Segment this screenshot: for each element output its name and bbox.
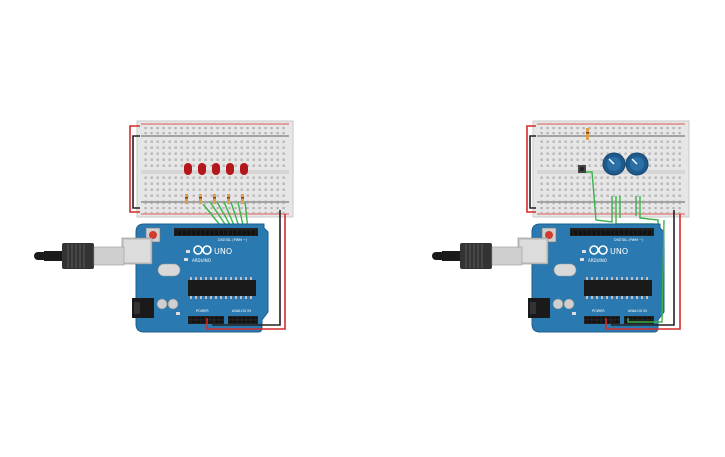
led-icon[interactable] — [212, 163, 220, 175]
usb-cable-right[interactable] — [431, 242, 523, 270]
wire-black-left-gnd[interactable] — [212, 210, 281, 326]
wire-green-right-analog[interactable] — [627, 219, 665, 323]
arduino-uno-right[interactable] — [517, 223, 665, 333]
right-circuit[interactable] — [431, 120, 690, 333]
wire-black-right-gnd[interactable] — [611, 210, 675, 326]
arduino-uno-left[interactable] — [121, 223, 269, 333]
resistor-icon[interactable] — [227, 194, 230, 204]
usb-cable-left[interactable] — [33, 242, 125, 270]
pushbutton-icon[interactable] — [578, 165, 586, 173]
led-icon[interactable] — [226, 163, 234, 175]
resistor-icon[interactable] — [586, 128, 589, 140]
resistor-icon[interactable] — [241, 194, 244, 204]
resistor-icon[interactable] — [199, 194, 202, 204]
resistor-icon[interactable] — [185, 194, 188, 204]
potentiometer-icon[interactable] — [602, 152, 626, 176]
resistor-row — [185, 194, 244, 204]
wire-black-left-side[interactable] — [132, 135, 140, 209]
wire-red-left-side[interactable] — [129, 125, 140, 213]
wire-black-right-side[interactable] — [529, 135, 536, 209]
left-circuit[interactable] — [33, 120, 294, 333]
wire-red-right-side[interactable] — [526, 125, 536, 213]
led-icon[interactable] — [198, 163, 206, 175]
resistor-icon[interactable] — [213, 194, 216, 204]
led-row — [184, 163, 248, 175]
wire-red-right-power[interactable] — [605, 214, 681, 330]
potentiometer-icon[interactable] — [625, 152, 649, 176]
wire-red-left-power[interactable] — [206, 214, 286, 330]
led-icon[interactable] — [184, 163, 192, 175]
led-icon[interactable] — [240, 163, 248, 175]
